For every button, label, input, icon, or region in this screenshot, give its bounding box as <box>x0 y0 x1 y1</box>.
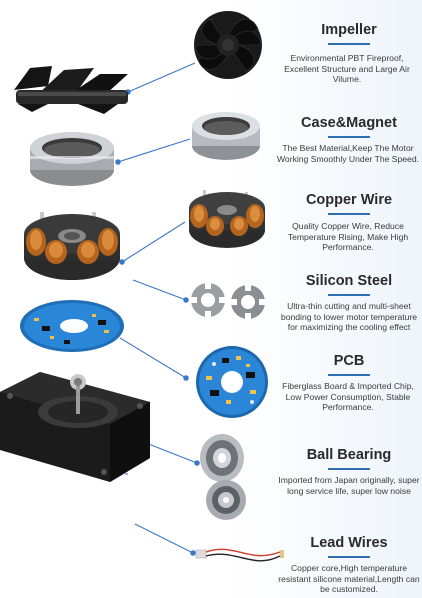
stator-coil-icon <box>189 190 265 248</box>
stator-coil-side-icon <box>24 212 120 280</box>
lead-wires-title: Lead Wires <box>310 535 388 551</box>
leader-line-silicon-steel <box>132 279 187 301</box>
magnet-ring-icon <box>192 112 260 160</box>
impeller-title-underline <box>328 43 370 45</box>
case-magnet-title-underline <box>328 136 370 138</box>
copper-wire-title-underline <box>328 213 370 215</box>
pcb-side-icon <box>20 300 124 352</box>
ball-bearing-description: Imported from Japan originally, super lo… <box>278 475 420 496</box>
case-magnet-title: Case&Magnet <box>301 115 397 131</box>
impeller-description: Environmental PBT Fireproof, Excellent S… <box>284 53 410 85</box>
leader-line-impeller <box>127 62 196 93</box>
leader-line-lead-wires <box>134 523 194 554</box>
leader-line-case-magnet <box>117 138 191 163</box>
ball-bearing-title: Ball Bearing <box>306 447 392 463</box>
leader-line-pcb <box>119 337 187 379</box>
silicon-steel-description: Ultra-thin cutting and multi-sheet bondi… <box>280 301 418 333</box>
fan-housing-icon <box>0 372 150 482</box>
case-magnet-description: The Best Material,Keep The Motor Working… <box>276 143 420 164</box>
ball-bearing-icon <box>200 434 246 520</box>
silicon-steel-title-underline <box>328 294 370 296</box>
impeller-side-icon <box>14 66 128 114</box>
lead-wires-icon <box>195 548 284 562</box>
leader-line-copper-wire <box>121 221 186 263</box>
ball-bearing-title-underline <box>328 468 370 470</box>
impeller-title: Impeller <box>321 22 377 38</box>
silicon-steel-title: Silicon Steel <box>305 273 393 289</box>
pcb-title-underline <box>328 374 370 376</box>
pcb-description: Fiberglass Board & Imported Chip, Low Po… <box>282 381 414 413</box>
magnet-ring-side-icon <box>30 132 114 186</box>
pcb-icon <box>196 346 268 418</box>
silicon-steel-icon <box>190 282 266 320</box>
leader-lines <box>115 62 200 556</box>
pcb-title: PCB <box>333 353 365 369</box>
lead-wires-description: Copper core,High temperature resistant s… <box>278 563 420 595</box>
copper-wire-description: Quality Copper Wire, Reduce Temperature … <box>287 221 409 253</box>
impeller-icon <box>194 11 262 79</box>
lead-wires-title-underline <box>328 556 370 558</box>
copper-wire-title: Copper Wire <box>305 192 393 208</box>
